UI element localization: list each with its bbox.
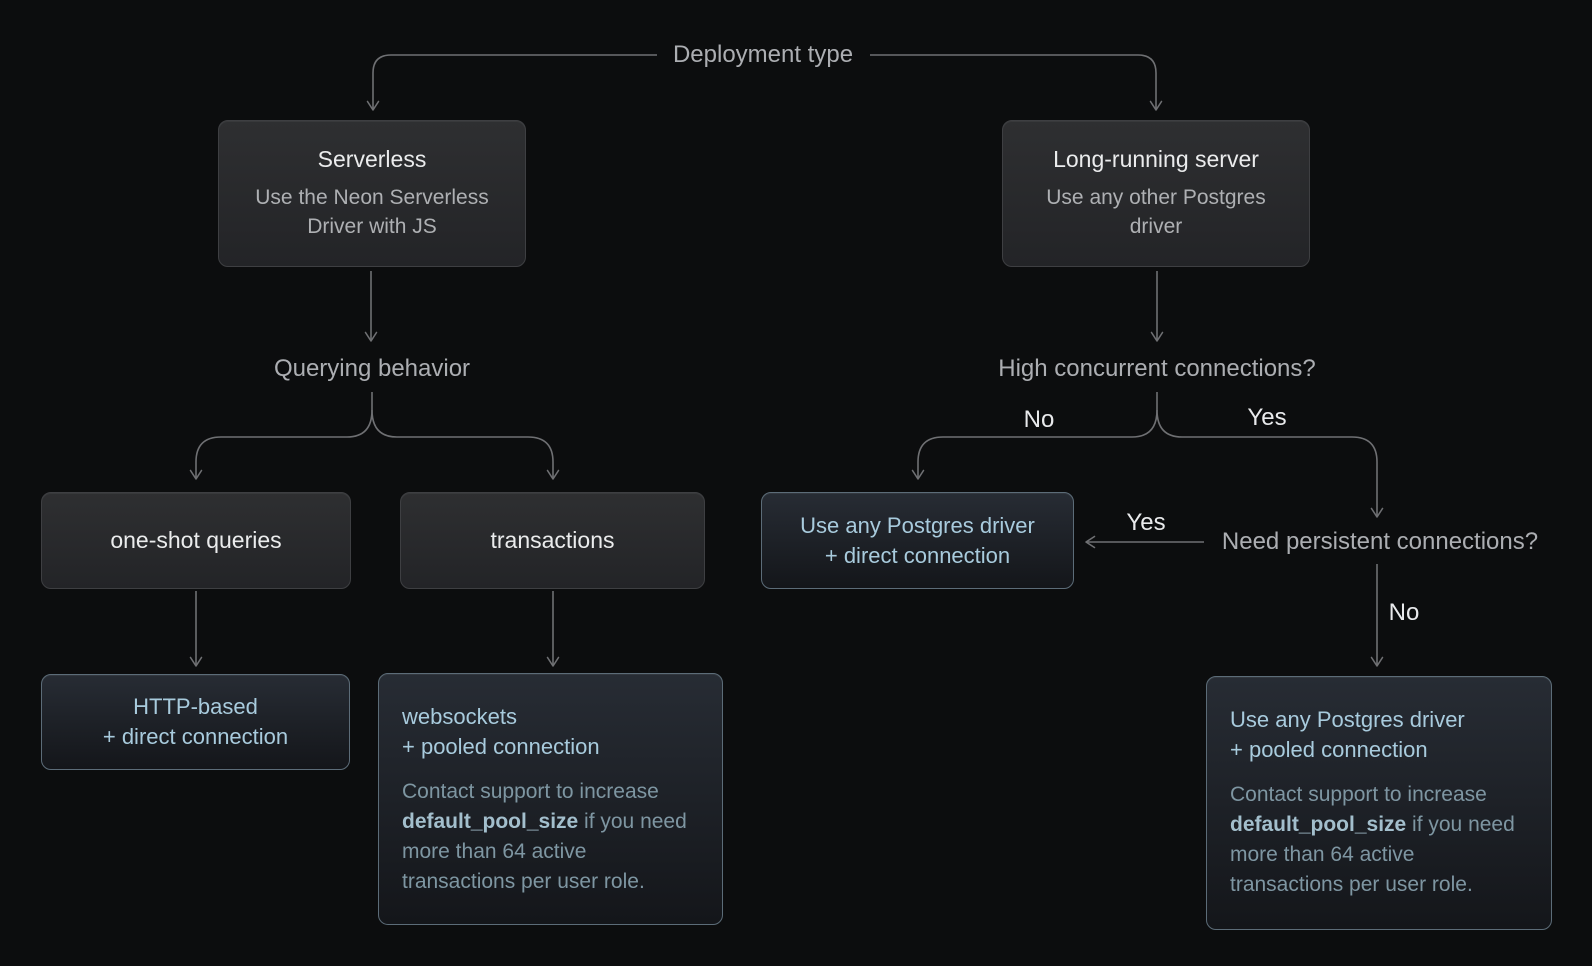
label-querying-behavior: Querying behavior [273, 355, 471, 382]
node-any-driver-pooled: Use any Postgres driver + pooled connect… [1206, 676, 1552, 930]
connector-concurrent-no-to-direct [911, 392, 1158, 480]
node-pooled-line2: + pooled connection [1230, 737, 1428, 762]
note-pool-size-code: default_pool_size [402, 810, 579, 833]
node-direct-connection: Use any Postgres driver + direct connect… [761, 492, 1074, 589]
node-one-shot-label: one-shot queries [110, 527, 282, 553]
connector-deployment-to-longrunning [870, 54, 1163, 111]
connector-querying-to-oneshot [189, 392, 373, 480]
node-websockets-note: Contact support to increase default_pool… [402, 777, 699, 897]
label-branch-yes-horizontal: Yes [1126, 509, 1166, 536]
node-direct-connection-line2: + direct connection [824, 542, 1011, 568]
node-long-running-subtitle: Use any other Postgres driver [1046, 186, 1266, 238]
label-need-persistent-connections: Need persistent connections? [1221, 528, 1539, 555]
note-pool-size-code: default_pool_size [1230, 813, 1407, 836]
node-serverless-title: Serverless [317, 146, 427, 173]
node-http-based-line2: + direct connection [102, 724, 289, 749]
node-serverless-subtitle: Use the Neon Serverless Driver with JS [255, 186, 489, 238]
node-websockets-line2: + pooled connection [402, 734, 600, 759]
note-text-pre: Contact support to increase [402, 780, 659, 803]
label-deployment-type: Deployment type [672, 41, 854, 68]
node-websockets-line1: websockets [402, 704, 517, 729]
node-transactions-label: transactions [490, 527, 615, 553]
node-pooled-note: Contact support to increase default_pool… [1230, 780, 1528, 900]
connector-querying-to-transactions [371, 409, 560, 480]
note-text-pre: Contact support to increase [1230, 783, 1487, 806]
connector-deployment-to-serverless [366, 54, 657, 111]
label-branch-no: No [1023, 406, 1055, 433]
node-long-running-title: Long-running server [1053, 146, 1259, 173]
node-pooled-line1: Use any Postgres driver [1230, 707, 1465, 732]
connector-concurrent-yes-to-persistent [1156, 409, 1384, 518]
label-branch-yes: Yes [1247, 404, 1287, 431]
node-websockets-pooled: websockets + pooled connection Contact s… [378, 673, 723, 925]
node-one-shot-queries: one-shot queries [41, 492, 351, 589]
label-branch-no-down: No [1388, 599, 1420, 626]
note-text-post: if you need more than 64 active transact… [402, 810, 687, 893]
node-long-running-server: Long-running server Use any other Postgr… [1002, 120, 1310, 267]
node-http-based-line1: HTTP-based [133, 694, 258, 719]
node-direct-connection-line1: Use any Postgres driver [800, 512, 1035, 538]
node-http-based: HTTP-based + direct connection [41, 674, 350, 770]
label-high-concurrent-connections: High concurrent connections? [998, 355, 1316, 382]
note-text-post: if you need more than 64 active transact… [1230, 813, 1515, 896]
node-transactions: transactions [400, 492, 705, 589]
node-serverless: Serverless Use the Neon Serverless Drive… [218, 120, 526, 267]
